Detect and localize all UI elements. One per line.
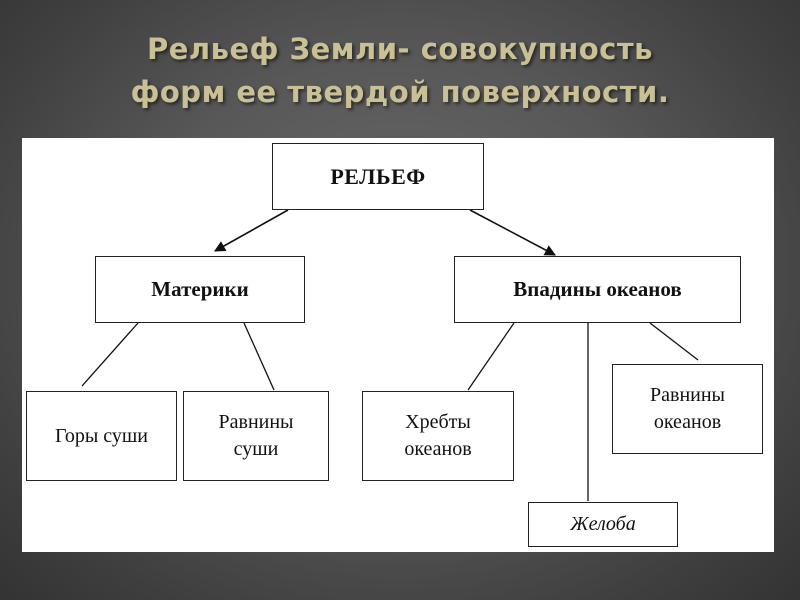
arrow-root-to-ocean-basins <box>469 209 556 256</box>
line-ocean-basins-to-ocean-ridges <box>467 322 515 391</box>
node-trenches: Желоба <box>528 502 678 547</box>
node-ocean-plains: Равнины океанов <box>612 364 763 454</box>
node-land-mountains: Горы суши <box>26 391 177 481</box>
line-continents-to-land-plains <box>243 322 275 391</box>
slide-title-line-1: Рельеф Земли- совокупность <box>146 32 653 66</box>
diagram-connectors <box>81 209 699 501</box>
node-continents: Материки <box>95 256 305 323</box>
slide-title-line-2: форм ее твердой поверхности. <box>130 75 670 109</box>
diagram-canvas: РЕЛЬЕФ Материки Впадины океанов Горы суш… <box>22 138 774 552</box>
arrow-root-to-continents <box>214 209 289 252</box>
line-ocean-basins-to-ocean-plains <box>649 322 699 361</box>
node-relief: РЕЛЬЕФ <box>272 143 484 210</box>
node-ocean-ridges: Хребты океанов <box>362 391 514 481</box>
slide-title: Рельеф Земли- совокупность форм ее тверд… <box>0 28 800 114</box>
line-continents-to-land-mountains <box>81 322 139 387</box>
node-ocean-basins: Впадины океанов <box>454 256 741 323</box>
node-land-plains: Равнины суши <box>183 391 329 481</box>
